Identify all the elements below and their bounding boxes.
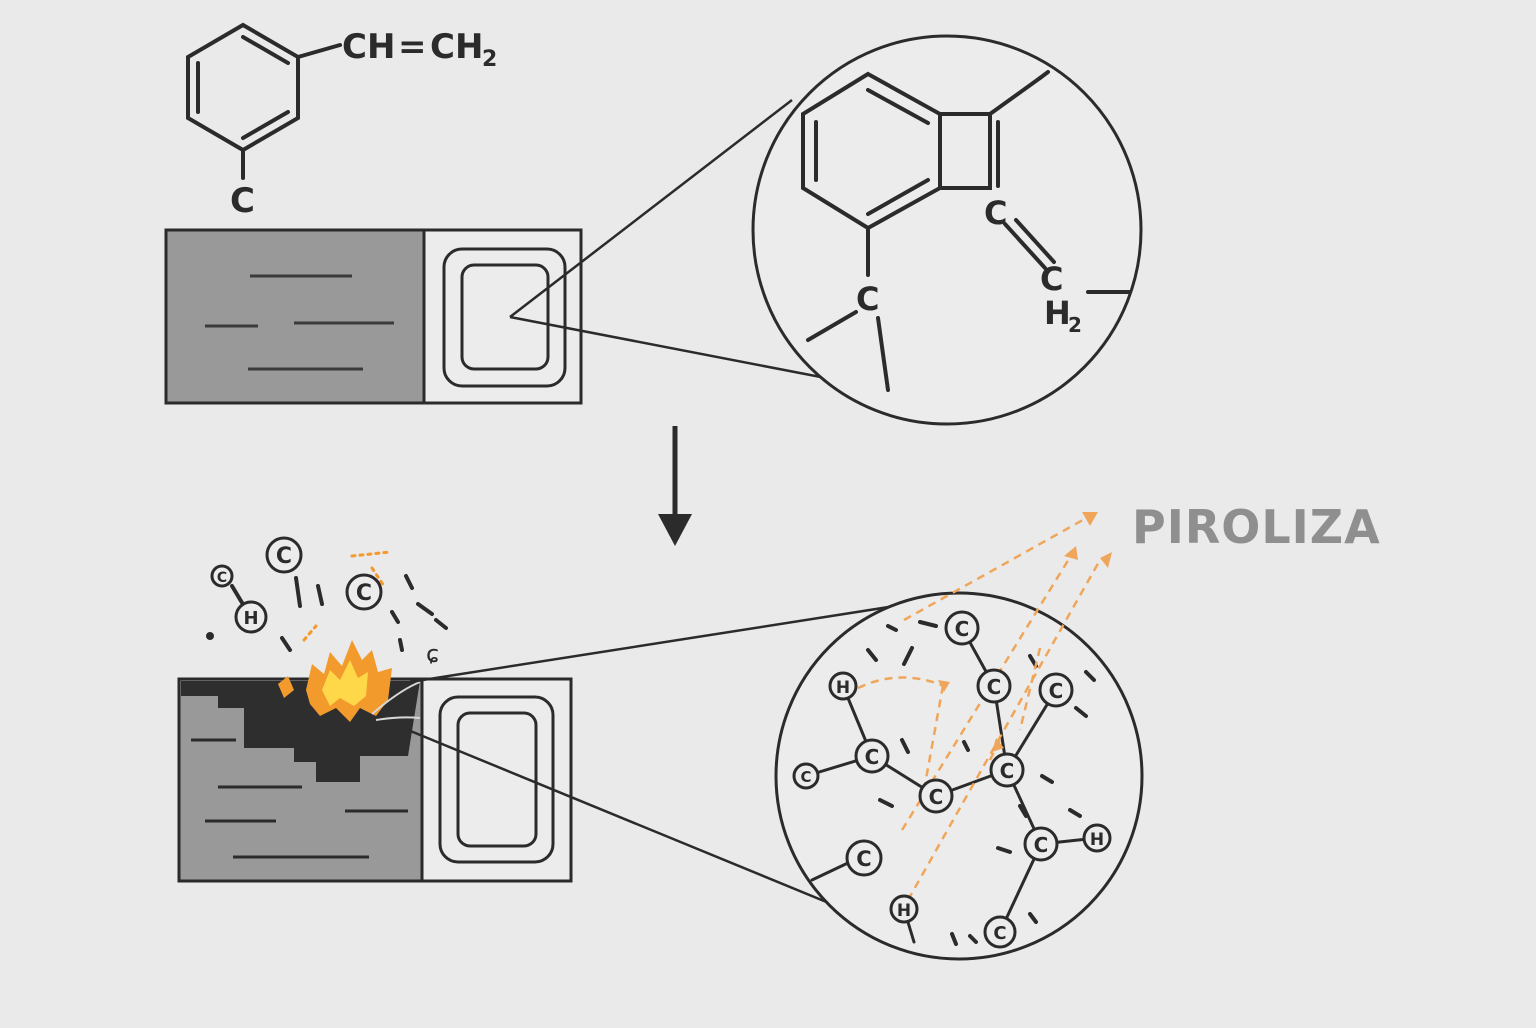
zoom-atom: C [800, 768, 811, 786]
zoom-atom: C [1034, 833, 1049, 857]
process-arrow [658, 426, 692, 546]
sparks [302, 550, 392, 642]
top-carbon-label: C [230, 181, 255, 221]
zoom-top-carbon-b: C [1040, 260, 1063, 298]
debris-atoms [210, 536, 383, 634]
styrene-structure [186, 22, 342, 180]
zoom-circle-top: C C C H 2 [751, 34, 1143, 426]
vinyl-bond [296, 43, 342, 59]
flame-icon [278, 640, 392, 722]
material-block-bottom [177, 640, 573, 883]
zoom-circle-bottom: C C C H C C C C C H C H C [774, 512, 1144, 961]
zoom-atom: C [929, 785, 944, 809]
debris-atom: H [243, 608, 258, 629]
debris-atom: C [356, 581, 372, 606]
material-block-top [164, 228, 583, 405]
formula-ch2: CH [430, 27, 483, 67]
zoom-atom: C [993, 923, 1006, 944]
zoom-atom: C [856, 847, 871, 871]
material-texture-lines [191, 738, 408, 859]
zoom-atom: H [897, 901, 911, 921]
zoom-atom: H [1090, 830, 1104, 850]
ring-double-bond [241, 35, 290, 65]
formula-ch: CH [342, 27, 395, 67]
zoom-lines-bottom [407, 602, 909, 926]
zoom-atom: C [1049, 679, 1064, 703]
zoom-atom: C [955, 617, 970, 641]
zoom-atom: C [987, 675, 1002, 699]
debris-atom: C [276, 544, 292, 569]
debris-particles [206, 574, 448, 652]
debris-atom: C [217, 570, 227, 586]
material-texture-lines [205, 274, 394, 371]
styrene-formula: CH = CH 2 C [230, 27, 497, 221]
benzene-ring [186, 22, 300, 153]
zoom-atom: C [865, 745, 880, 769]
formula-equals: = [398, 27, 427, 67]
zoom-top-hydrogen-subscript: 2 [1068, 313, 1082, 337]
debris-fragment: ɕ [426, 640, 439, 668]
formula-subscript: 2 [482, 47, 497, 72]
zoom-top-carbon-a: C [984, 194, 1007, 232]
zoom-atom: C [1000, 759, 1015, 783]
zoom-top-carbon-c: C [856, 280, 879, 318]
pyrolysis-title: PIROLIZA [1132, 500, 1381, 554]
ring-double-bond [241, 110, 290, 140]
zoom-top-hydrogen: H [1044, 294, 1071, 332]
zoom-atom: H [836, 678, 850, 698]
